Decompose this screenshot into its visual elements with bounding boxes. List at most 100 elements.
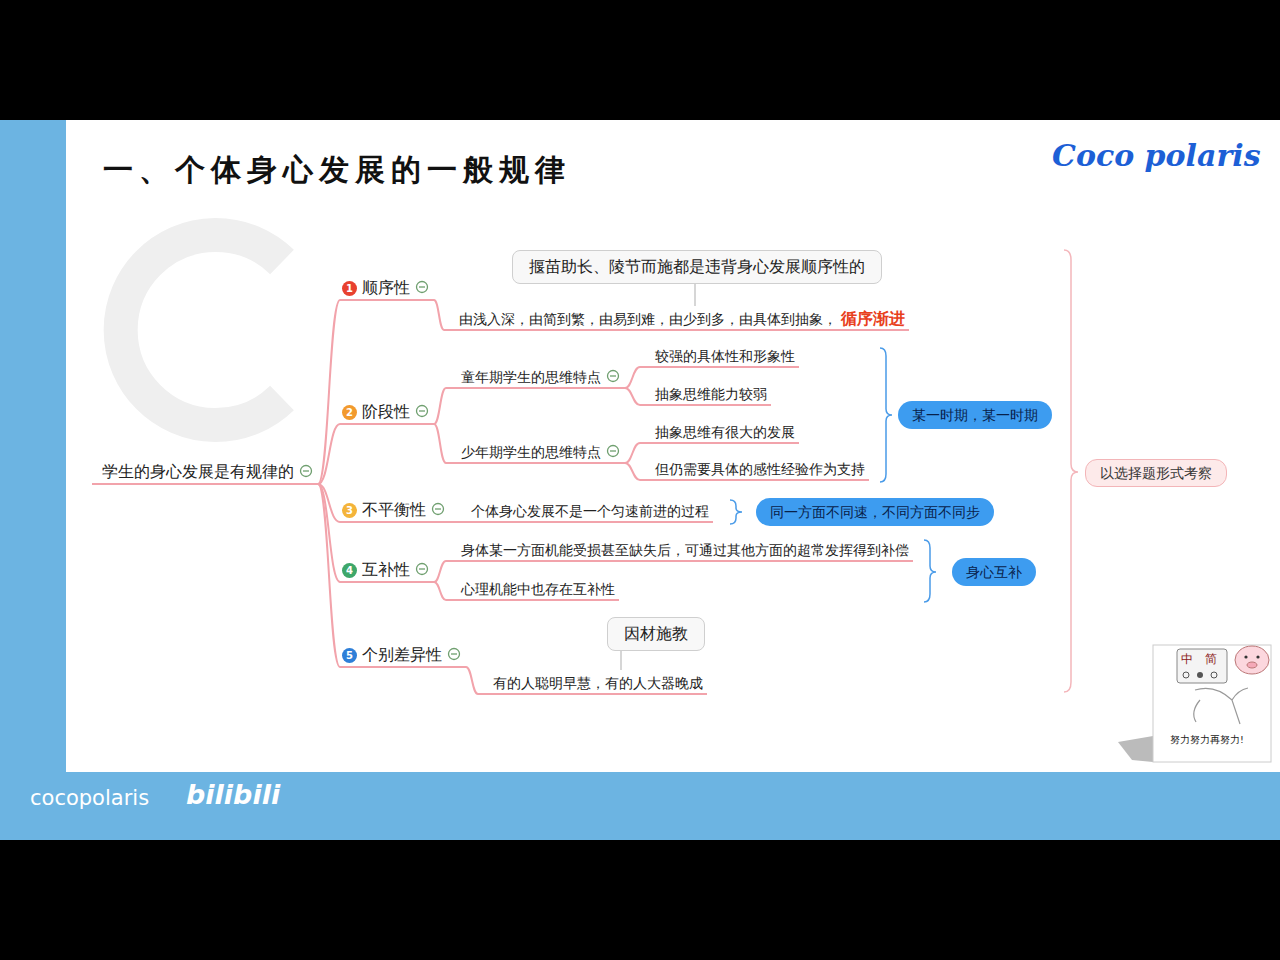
branch-line (625, 367, 640, 388)
subtopic: 有的人聪明早慧，有的人大器晚成 (478, 673, 707, 695)
brace (880, 348, 892, 482)
collapse-icon (415, 404, 429, 418)
branch-topic: 3 不平衡性 (340, 499, 450, 523)
node-text: 个别差异性 (362, 645, 442, 664)
key-phrase: 循序渐进 (841, 309, 905, 328)
bracket (1064, 250, 1078, 692)
pig-eye (1256, 655, 1259, 658)
node-text: 互补性 (362, 560, 410, 579)
sticker-caption: 努力努力再努力! (1170, 734, 1244, 745)
callout-number: 5 (342, 648, 357, 663)
branch-line (434, 388, 446, 424)
node-text: 因材施教 (624, 624, 688, 643)
collapse-icon (415, 562, 429, 576)
callout-pointer (620, 651, 622, 670)
branch-line (434, 300, 444, 330)
node-text: 同一方面不同速，不同方面不同步 (770, 504, 980, 520)
blue-frame (0, 120, 1280, 840)
summary-pill: 以选择题形式考察 (1085, 459, 1227, 487)
ime-box (1177, 649, 1227, 683)
subtopic: 少年期学生的思维特点 (446, 442, 625, 464)
node-text: 但仍需要具体的感性经验作为支持 (655, 461, 865, 477)
brace (924, 540, 936, 602)
page-title: 一、个体身心发展的一般规律 (103, 152, 571, 188)
subtopic: 抽象思维有很大的发展 (640, 422, 799, 444)
branch-line (434, 561, 446, 582)
node-text: 有的人聪明早慧，有的人大器晚成 (493, 675, 703, 691)
slide-panel (66, 120, 1280, 772)
channel-name: cocopolaris (30, 786, 149, 811)
pig-face (1235, 646, 1269, 674)
collapse-icon (447, 647, 461, 661)
ime-icon (1197, 672, 1203, 678)
branch-line (434, 582, 446, 600)
subtopic: 由浅入深，由简到繁，由易到难，由少到多，由具体到抽象，循序渐进 (444, 309, 909, 331)
ime-icon (1183, 672, 1189, 678)
ime-icon (1211, 672, 1217, 678)
branch-line (625, 388, 640, 405)
branch-line (625, 443, 640, 463)
node-text: 揠苗助长、陵节而施都是违背身心发展顺序性的 (529, 257, 865, 276)
logo-text: Coco polaris (1052, 138, 1261, 174)
callout-bubble: 揠苗助长、陵节而施都是违背身心发展顺序性的 (512, 250, 882, 284)
summary-pill: 同一方面不同速，不同方面不同步 (756, 498, 994, 526)
watermark-arc (121, 235, 282, 425)
node-text: 顺序性 (362, 278, 410, 297)
callout-number: 4 (342, 563, 357, 578)
node-text: 较强的具体性和形象性 (655, 348, 795, 364)
collapse-icon (415, 280, 429, 294)
collapse-icon (606, 369, 620, 383)
callout-number: 3 (342, 503, 357, 518)
branch-line (318, 300, 340, 484)
pig-nose (1247, 662, 1257, 668)
callout-bubble: 因材施教 (607, 617, 705, 651)
node-text: 抽象思维有很大的发展 (655, 424, 795, 440)
callout-number: 2 (342, 405, 357, 420)
subtopic: 心理机能中也存在互补性 (446, 579, 619, 601)
summary-pill: 某一时期，某一时期 (898, 401, 1052, 429)
subtopic: 但仍需要具体的感性经验作为支持 (640, 459, 869, 481)
node-text: 童年期学生的思维特点 (461, 369, 601, 385)
ime-text: 简 (1205, 652, 1217, 666)
node-text: 身心互补 (966, 564, 1022, 580)
root-topic: 学生的身心发展是有规律的 (92, 461, 318, 485)
collapse-icon (431, 502, 445, 516)
sticker-shadow (1118, 736, 1153, 762)
branch-topic: 1 顺序性 (340, 277, 434, 301)
figure-sketch (1194, 688, 1248, 724)
subtopic: 较强的具体性和形象性 (640, 346, 799, 368)
node-text: 抽象思维能力较弱 (655, 386, 767, 402)
node-text: 以选择题形式考察 (1100, 465, 1212, 481)
subtopic: 童年期学生的思维特点 (446, 367, 625, 389)
node-text: 学生的身心发展是有规律的 (102, 462, 294, 481)
branch-line (466, 667, 478, 694)
branch-topic: 5 个别差异性 (340, 644, 466, 668)
node-text: 某一时期，某一时期 (912, 407, 1038, 423)
branch-topic: 4 互补性 (340, 559, 434, 583)
node-text: 身体某一方面机能受损甚至缺失后，可通过其他方面的超常发挥得到补偿 (461, 542, 909, 558)
branch-topic: 2 阶段性 (340, 401, 434, 425)
branch-line (318, 484, 340, 667)
collapse-icon (299, 464, 313, 478)
site-logo: bilibili (186, 779, 280, 811)
node-text: 少年期学生的思维特点 (461, 444, 601, 460)
subtopic: 抽象思维能力较弱 (640, 384, 771, 406)
node-text: 心理机能中也存在互补性 (461, 581, 615, 597)
callout-pointer (694, 284, 696, 306)
brace (730, 500, 742, 524)
node-text: 个体身心发展不是一个匀速前进的过程 (471, 503, 709, 519)
pig-eye (1244, 655, 1247, 658)
branch-line (318, 424, 340, 484)
node-text: 由浅入深，由简到繁，由易到难，由少到多，由具体到抽象， (459, 311, 837, 327)
ime-text: 中 (1181, 652, 1193, 666)
node-text: 阶段性 (362, 402, 410, 421)
summary-pill: 身心互补 (952, 558, 1036, 586)
sticker (1153, 645, 1271, 762)
callout-number: 1 (342, 281, 357, 296)
subtopic: 个体身心发展不是一个匀速前进的过程 (456, 501, 713, 523)
branch-line (434, 424, 446, 463)
subtopic: 身体某一方面机能受损甚至缺失后，可通过其他方面的超常发挥得到补偿 (446, 540, 913, 562)
branch-line (625, 463, 640, 480)
node-text: 不平衡性 (362, 500, 426, 519)
